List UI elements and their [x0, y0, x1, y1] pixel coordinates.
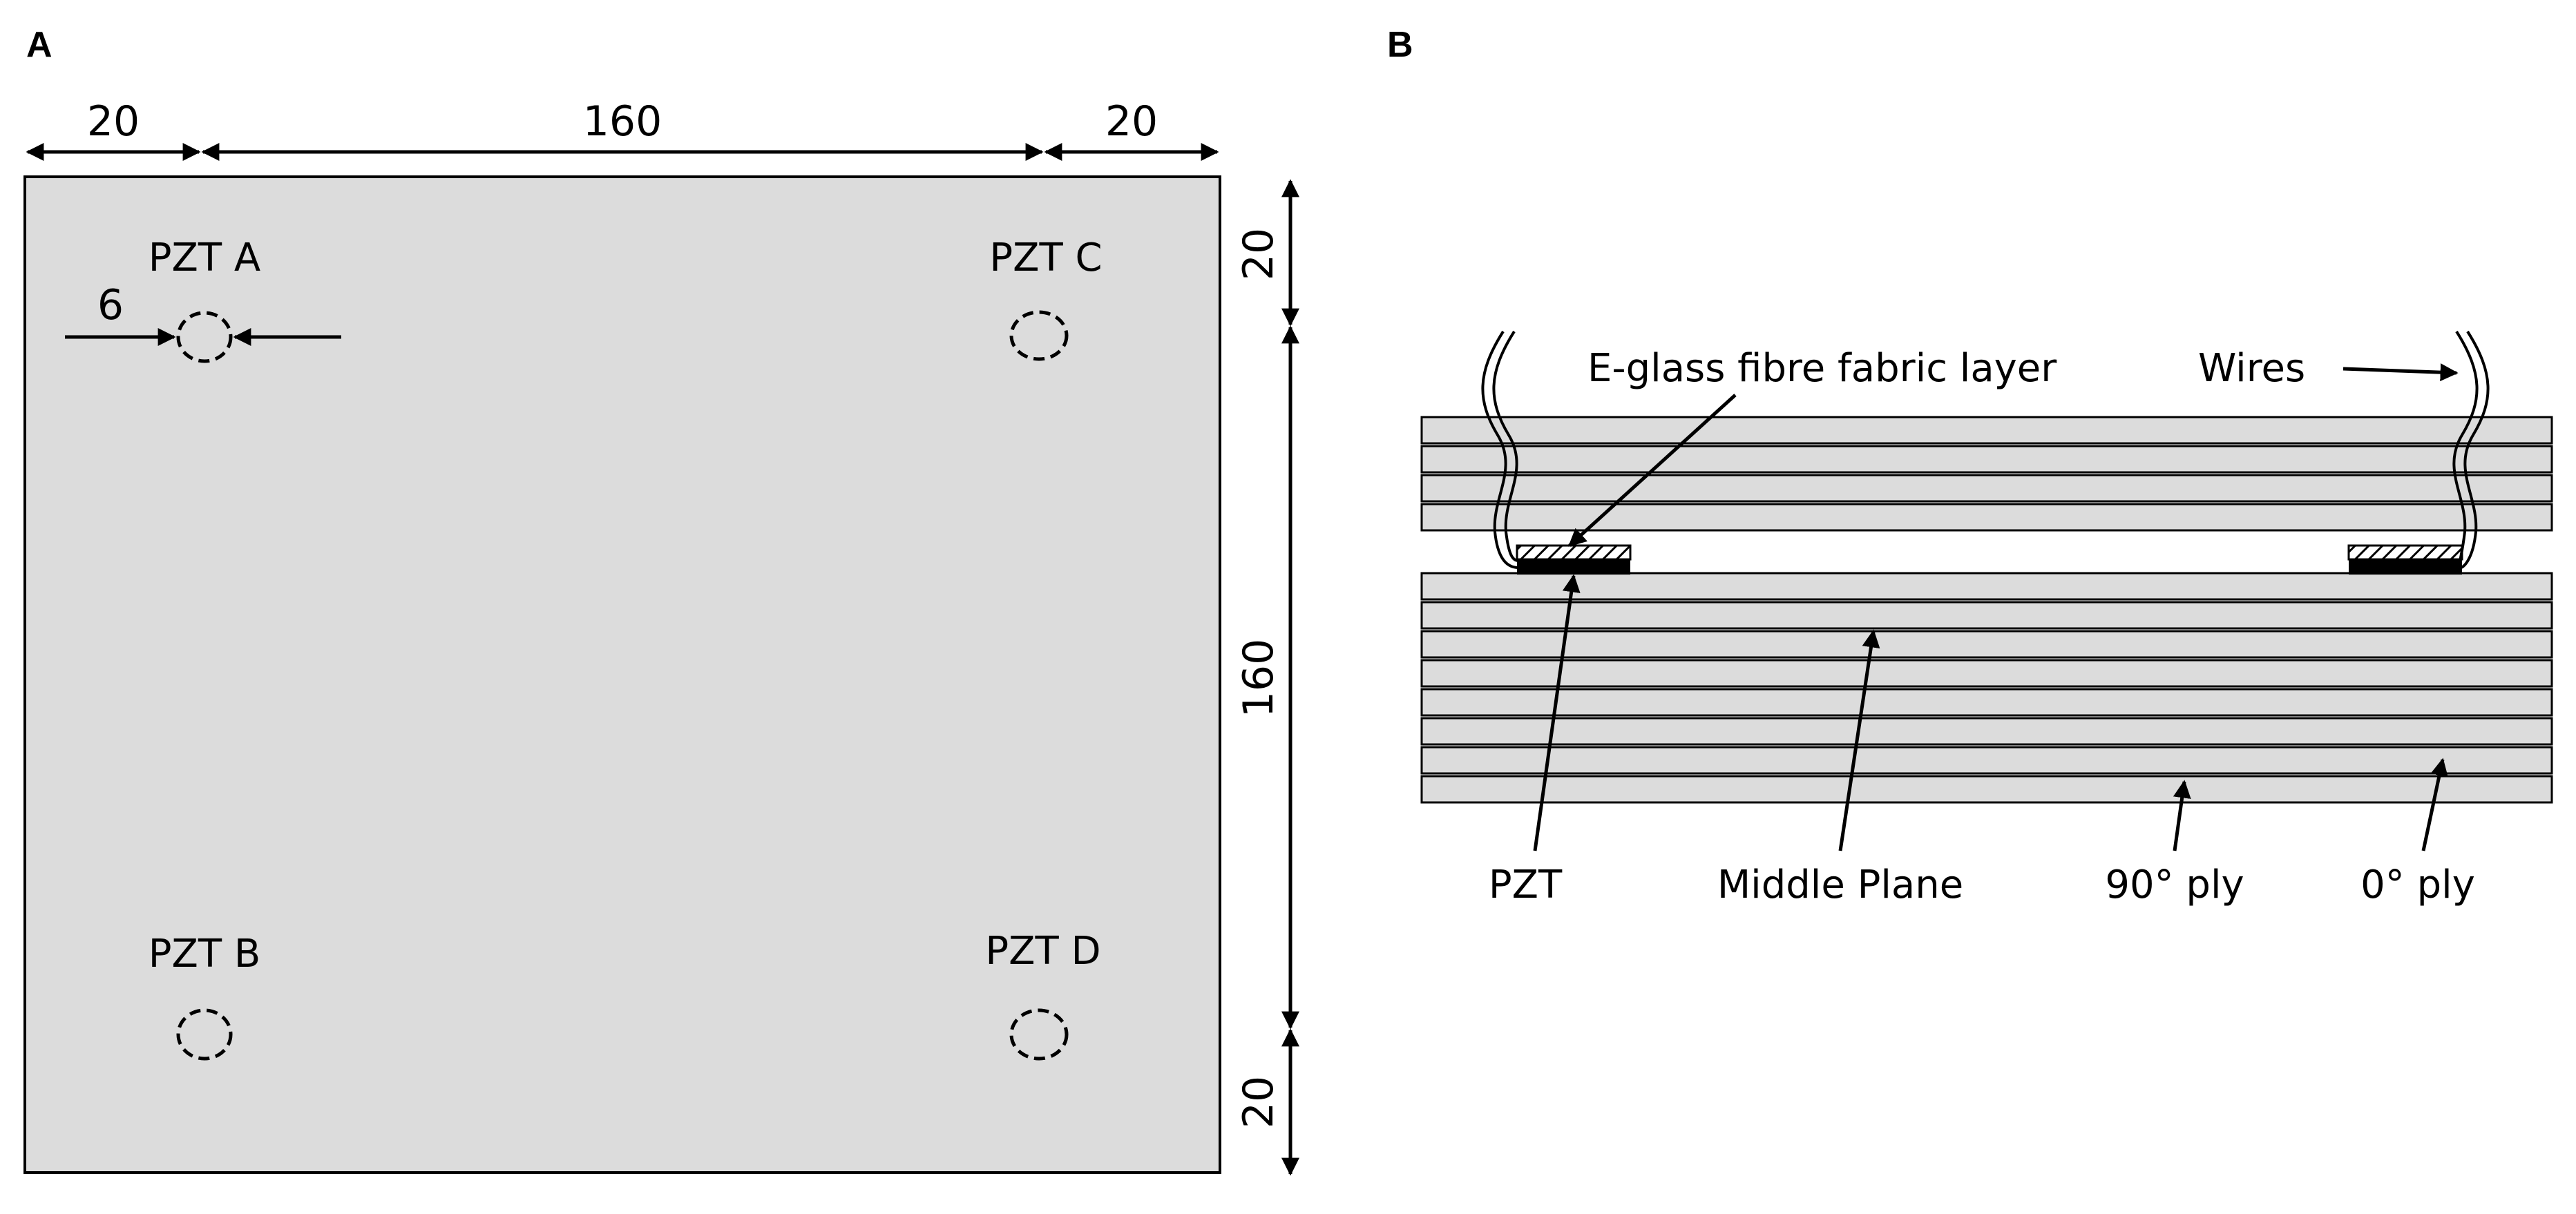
label-pzt: PZT — [1489, 863, 1563, 907]
label-middle-plane: Middle Plane — [1717, 863, 1963, 907]
leader-wires — [2343, 363, 2459, 382]
pzt-disc-left — [1517, 559, 1630, 575]
dim-label-top-middle: 160 — [583, 97, 662, 146]
lower-laminate — [1420, 572, 2553, 804]
leader-0-ply — [2421, 758, 2448, 851]
panel-a-letter: A — [26, 25, 53, 65]
dim-label-right-bottom: 20 — [1234, 1076, 1283, 1128]
ply — [1420, 746, 2553, 775]
dim-label-top-left: 20 — [87, 97, 140, 146]
label-0-ply: 0° ply — [2360, 863, 2475, 907]
sensor-pzt-d — [1009, 1008, 1069, 1061]
sensor-pzt-c — [1009, 310, 1069, 361]
sensor-label-pzt-c: PZT C — [989, 235, 1102, 280]
wires-right — [2452, 330, 2490, 569]
panel-b: B — [1387, 25, 2553, 907]
ply — [1420, 659, 2553, 688]
fabric-layer-right — [2347, 544, 2463, 561]
ply — [1420, 445, 2553, 474]
leader-fabric-layer — [1568, 394, 1737, 547]
ply — [1420, 572, 2553, 601]
panel-a: A 20 160 20 20 160 20 PZT A PZT C PZT B … — [23, 25, 1299, 1176]
fabric-layer-left — [1516, 544, 1632, 561]
sensor-label-pzt-a: PZT A — [149, 235, 260, 280]
ply — [1420, 688, 2553, 717]
sensor-label-pzt-b: PZT B — [149, 932, 261, 976]
label-fabric-layer: E-glass fibre fabric layer — [1587, 346, 2057, 391]
ply — [1420, 474, 2553, 503]
sensor-pzt-a — [176, 311, 233, 363]
ply — [1420, 601, 2553, 630]
panel-b-letter: B — [1387, 25, 1413, 65]
embedded-pzt-left — [1516, 544, 1632, 575]
label-wires: Wires — [2198, 346, 2305, 391]
ply — [1420, 630, 2553, 659]
embedded-pzt-right — [2347, 544, 2463, 575]
dim-label-right-top: 20 — [1234, 228, 1283, 280]
composite-plate — [23, 175, 1221, 1174]
ply — [1420, 775, 2553, 804]
leader-middle-plane — [1838, 629, 1880, 851]
sensor-label-pzt-d: PZT D — [985, 929, 1100, 974]
wires-left — [1481, 330, 1519, 569]
pzt-disc-right — [2349, 559, 2462, 575]
ply — [1420, 717, 2553, 746]
dim-label-right-middle: 160 — [1234, 639, 1283, 718]
dim-label-top-right: 20 — [1105, 97, 1158, 146]
diameter-label: 6 — [97, 281, 124, 329]
sensor-pzt-b — [176, 1008, 233, 1061]
label-90-ply: 90° ply — [2105, 863, 2244, 907]
ply — [1420, 416, 2553, 445]
upper-laminate — [1420, 416, 2553, 532]
leader-pzt — [1533, 574, 1581, 851]
leader-90-ply — [2173, 780, 2191, 851]
